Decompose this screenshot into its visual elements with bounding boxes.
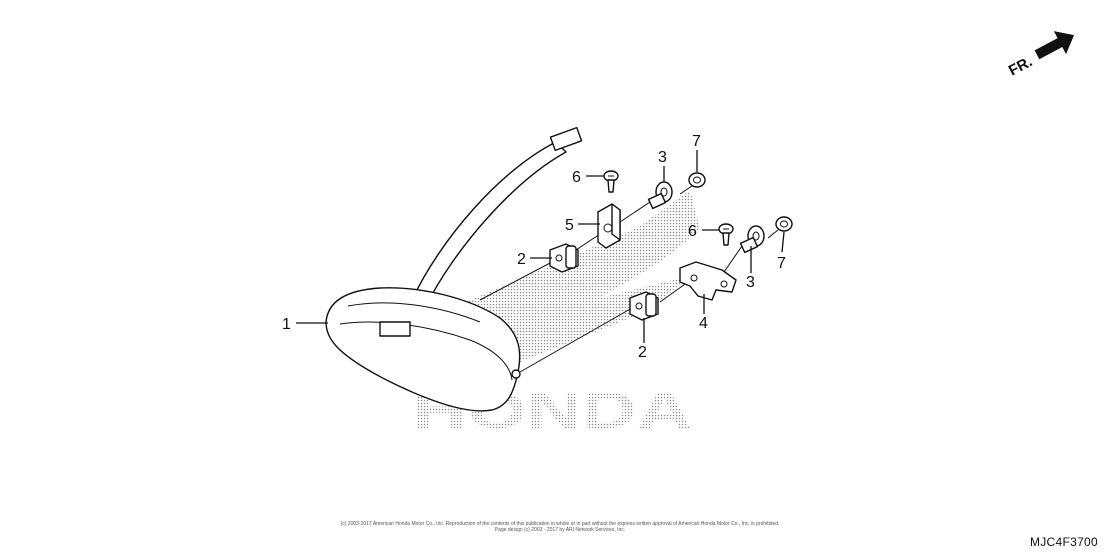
wire-harness xyxy=(411,141,567,307)
callout-2-upper: 2 xyxy=(517,251,526,268)
part-6-screw-upper xyxy=(603,170,619,193)
part-2-grommet-lower xyxy=(629,291,659,321)
part-7-nut-upper xyxy=(688,172,706,188)
part-3-collar-upper xyxy=(647,181,673,210)
callout-3-lower: 3 xyxy=(746,274,755,291)
copyright-notice: (c) 2003-2017 American Honda Motor Co., … xyxy=(300,521,820,533)
front-direction-indicator: FR. xyxy=(1006,31,1075,80)
tail-light-upper-edge xyxy=(347,302,481,323)
arrow-icon xyxy=(1034,31,1075,60)
tail-light-tab xyxy=(379,321,411,337)
callout-7-upper: 7 xyxy=(692,133,701,150)
mount-stud xyxy=(511,369,521,379)
front-label: FR. xyxy=(1006,53,1035,79)
leader-lines xyxy=(296,150,785,343)
part-6-screw-lower xyxy=(718,223,734,246)
callout-1: 1 xyxy=(282,316,291,333)
callout-6-upper: 6 xyxy=(572,169,581,186)
callout-3-upper: 3 xyxy=(658,149,667,166)
copyright-line-1: (c) 2003-2017 American Honda Motor Co., … xyxy=(340,521,780,527)
wire-connector xyxy=(549,126,583,152)
part-2-grommet-upper xyxy=(549,243,579,273)
part-7-nut-lower xyxy=(775,216,793,232)
callouts: 1 2 2 3 3 4 5 6 6 7 7 xyxy=(282,133,786,361)
callout-4: 4 xyxy=(699,315,708,332)
part-4-bracket xyxy=(679,261,737,301)
diagram-code: MJC4F3700 xyxy=(1029,535,1098,549)
part-1-tail-light xyxy=(325,126,583,412)
part-5-bracket xyxy=(597,203,621,249)
callout-2-lower: 2 xyxy=(638,344,647,361)
callout-6-lower: 6 xyxy=(688,223,697,240)
tail-light-lens-line xyxy=(339,321,513,381)
copyright-line-2: Page design (c) 2003 - 2017 by ARI Netwo… xyxy=(494,527,626,533)
callout-5: 5 xyxy=(565,217,574,234)
callout-7-lower: 7 xyxy=(777,255,786,272)
part-3-collar-lower xyxy=(739,225,765,254)
assembly-lines xyxy=(479,185,779,373)
